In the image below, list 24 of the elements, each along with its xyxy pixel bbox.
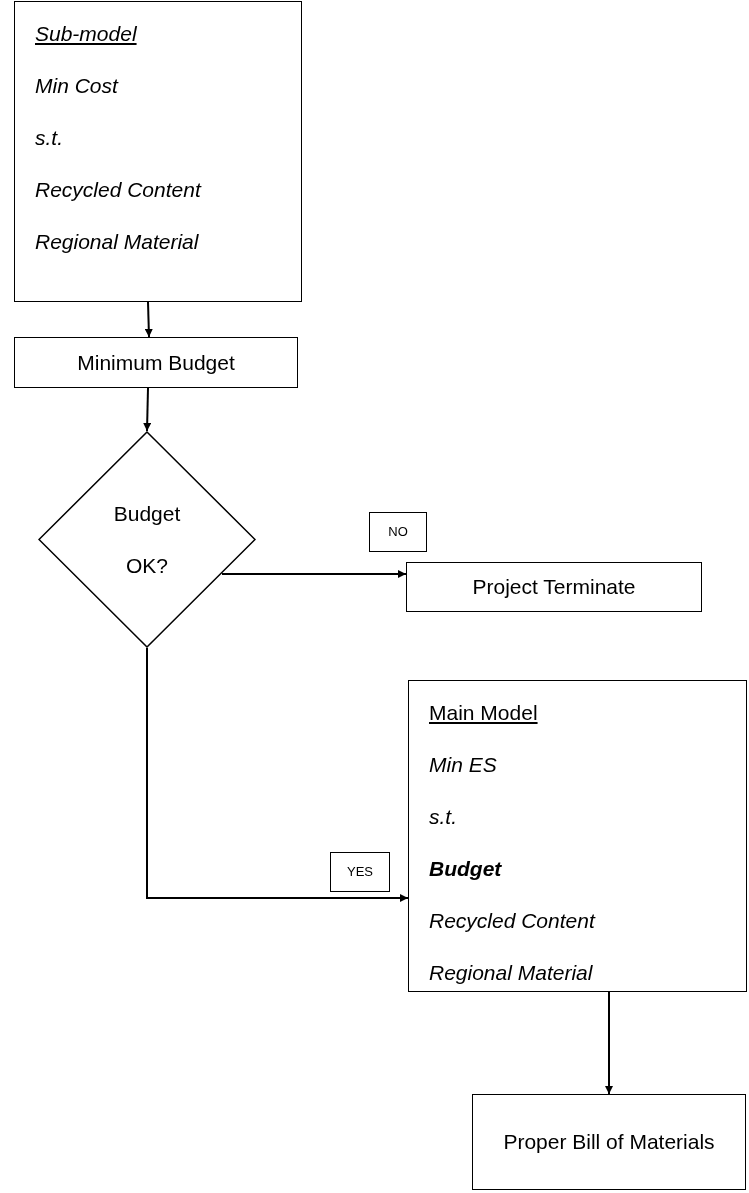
model-box bbox=[408, 680, 747, 992]
model-text: Min Cost bbox=[35, 73, 118, 99]
model-text: Main Model bbox=[429, 700, 538, 726]
model-text: Budget bbox=[429, 856, 502, 882]
model-text: Sub-model bbox=[35, 21, 137, 47]
arrow bbox=[146, 647, 409, 902]
process-box: Minimum Budget bbox=[14, 337, 298, 388]
arrow bbox=[143, 387, 152, 432]
process-box: Project Terminate bbox=[406, 562, 702, 612]
decision-text: Budget OK? bbox=[112, 500, 182, 579]
model-text: Recycled Content bbox=[35, 177, 201, 203]
process-box: Proper Bill of Materials bbox=[472, 1094, 746, 1190]
model-box bbox=[14, 1, 302, 302]
edge-label: YES bbox=[330, 852, 390, 892]
model-text: Min ES bbox=[429, 752, 497, 778]
model-text: Regional Material bbox=[35, 229, 199, 255]
model-text: Recycled Content bbox=[429, 908, 595, 934]
model-text: s.t. bbox=[35, 125, 63, 151]
arrow bbox=[221, 570, 407, 578]
arrow bbox=[605, 991, 613, 1095]
arrow bbox=[144, 301, 153, 338]
edge-label: NO bbox=[369, 512, 427, 552]
model-text: Regional Material bbox=[429, 960, 593, 986]
model-text: s.t. bbox=[429, 804, 457, 830]
